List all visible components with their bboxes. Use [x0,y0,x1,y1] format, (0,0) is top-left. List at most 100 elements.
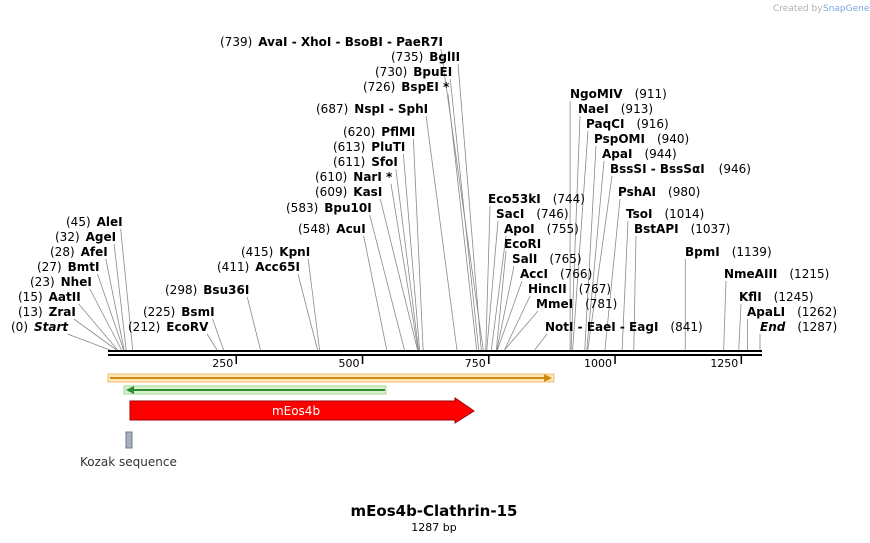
site-connector [584,145,597,351]
site-label[interactable]: Eco53kI(744) [488,192,585,206]
site-label[interactable]: (415)KpnI [241,245,310,259]
ruler-tick-label: 1250 [710,357,738,370]
site-label[interactable]: PaqCI(916) [586,117,669,131]
site-label[interactable]: (212)EcoRV [128,320,209,334]
site-connector [105,258,125,351]
site-label[interactable]: EcoRI [504,237,541,251]
site-label[interactable]: ApaLI(1262) [747,305,837,319]
site-label[interactable]: (620)PflMI [343,125,415,139]
map-title: mEos4b-Clathrin-15 [351,502,518,520]
site-label[interactable]: NgoMIV(911) [570,87,667,101]
site-connector [297,273,318,351]
site-label[interactable]: (298)Bsu36I [165,283,249,297]
site-label[interactable]: (609)KasI [315,185,382,199]
site-label[interactable]: (27)BmtI [37,260,100,274]
site-label[interactable]: (583)Bpu10I [286,201,372,215]
site-connector [534,333,548,351]
site-connector [363,235,388,351]
map-length: 1287 bp [411,521,456,534]
site-connector [78,303,118,351]
site-label[interactable]: BstAPI(1037) [634,222,730,236]
site-label[interactable]: (32)AgeI [55,230,116,244]
site-label[interactable]: (611)SfoI [333,155,398,169]
site-label[interactable]: AccI(766) [520,267,592,281]
site-label[interactable]: PshAI(980) [618,185,700,199]
site-label[interactable]: PspOMI(940) [594,132,689,146]
site-label[interactable]: SacI(746) [496,207,569,221]
site-connector [379,198,418,351]
site-label[interactable]: BssSI - BssSαI(946) [610,162,751,176]
site-connector [212,318,225,351]
site-connector [633,235,637,351]
site-connector [449,78,480,351]
site-label[interactable]: (0)Start [11,320,69,334]
site-connector [97,273,125,351]
site-label[interactable]: (548)AcuI [298,222,366,236]
ruler-tick-label: 500 [339,357,360,370]
site-connector [587,175,613,351]
feature-kozak[interactable] [125,431,133,449]
site-label[interactable]: BpmI(1139) [685,245,772,259]
site-label[interactable]: ApoI(755) [504,222,579,236]
site-connector [572,130,589,351]
site-connector [738,303,742,351]
site-connector [412,138,424,351]
site-label[interactable]: (730)BpuEI [375,65,452,79]
site-label[interactable]: (613)PluTI [333,140,405,154]
site-label[interactable]: (13)ZraI [18,305,76,319]
site-label[interactable]: (45)AleI [66,215,123,229]
site-connector [504,295,531,351]
site-connector [395,168,419,351]
snapgene-logo[interactable]: SnapGene [823,4,870,14]
feature-orange-arrow[interactable] [107,373,555,383]
site-connector [307,258,320,351]
site-connector [504,310,539,351]
kozak-label: Kozak sequence [80,455,177,469]
site-label[interactable]: (28)AfeI [50,245,108,259]
site-label[interactable]: TsoI(1014) [626,207,704,221]
site-connector [496,280,523,351]
site-label[interactable]: (411)Acc65I [217,260,300,274]
site-connector [485,205,491,351]
site-label[interactable]: NmeAIII(1215) [724,267,829,281]
created-by-text: Created by [773,4,823,14]
site-connector [67,333,111,351]
site-label[interactable]: HincII(767) [528,282,611,296]
site-label[interactable]: (687)NspI - SphI [316,102,428,116]
site-label[interactable]: MmeI(781) [536,297,617,311]
site-label[interactable]: (225)BsmI [143,305,215,319]
site-label[interactable]: End(1287) [760,320,837,334]
site-connector [113,243,127,351]
ruler-tick-label: 250 [212,357,233,370]
site-connector [486,220,499,351]
site-connectors [67,48,761,351]
site-connector [457,63,482,351]
site-connector [369,214,405,351]
site-label[interactable]: (739)AvaI - XhoI - BsoBI - PaeR7I [220,35,443,49]
site-label[interactable]: (735)BglII [391,50,460,64]
site-connector [440,48,484,351]
feature-meos4b[interactable]: mEos4b [129,397,475,424]
site-connector [246,296,261,351]
meos4b-label: mEos4b [272,404,320,418]
site-connector [402,153,420,351]
site-label[interactable]: (610)NarI * [315,170,393,184]
site-labels: (739)AvaI - XhoI - BsoBI - PaeR7I (735)B… [11,35,837,334]
site-label[interactable]: SalI(765) [512,252,582,266]
feature-green-arrow[interactable] [123,385,387,395]
site-connector [89,288,122,351]
site-label[interactable]: KflI(1245) [739,290,814,304]
site-connector [425,115,458,351]
site-connector [495,250,507,351]
site-label[interactable]: (726)BspEI * [363,80,450,94]
site-label[interactable]: (23)NheI [30,275,92,289]
site-label[interactable]: NaeI(913) [578,102,653,116]
site-label[interactable]: ApaI(944) [602,147,677,161]
site-connector [621,220,629,351]
site-label[interactable]: (15)AatII [18,290,81,304]
site-label[interactable]: NotI - EaeI - EagI(841) [545,320,703,334]
site-connector [490,235,507,351]
site-connector [206,333,218,351]
